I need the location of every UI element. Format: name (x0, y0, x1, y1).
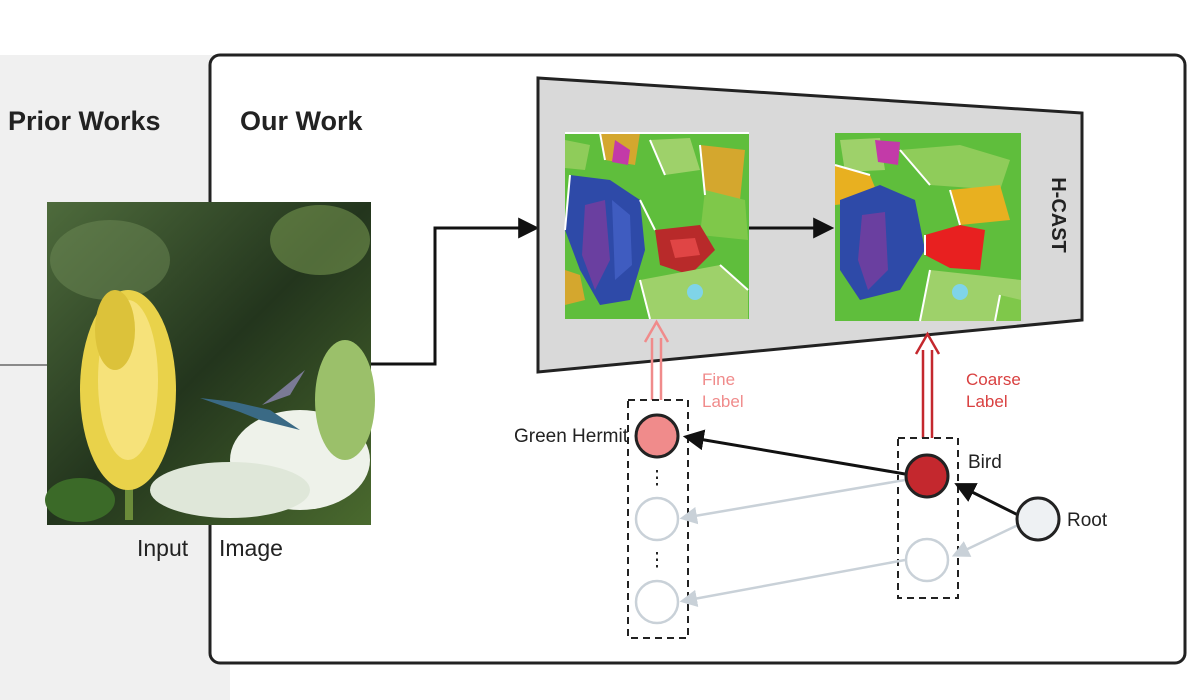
node-green-hermit-label: Green Hermit (514, 426, 629, 447)
coarse-label-text-2: Label (966, 392, 1008, 411)
edge-root-bird (954, 483, 1019, 517)
edge-root-coarse-2 (951, 523, 1019, 557)
input-image (45, 202, 375, 525)
fine-label-text-1: Fine (702, 370, 735, 389)
coarse-level-group (897, 437, 959, 599)
coarse-segmentation-map (834, 133, 1021, 322)
edge-coarse-2-fine-3 (679, 558, 906, 608)
fine-ellipsis-2: ⋮ (648, 550, 667, 571)
prior-works-title: Prior Works (8, 106, 161, 136)
fine-ellipsis-1: ⋮ (648, 468, 667, 489)
fine-label-arrow (643, 319, 670, 400)
coarse-label-arrow (914, 331, 941, 438)
node-coarse-2 (904, 537, 950, 583)
fine-level-group (627, 399, 689, 639)
edge-bird-green-hermit (682, 429, 906, 476)
our-work-title: Our Work (240, 106, 363, 136)
edge-bird-fine-2 (679, 478, 906, 525)
node-bird (904, 453, 950, 499)
fine-label-text-2: Label (702, 392, 744, 411)
node-root (1015, 496, 1061, 542)
hcast-label: H-CAST (1047, 177, 1069, 253)
fine-segmentation-map (564, 132, 749, 320)
node-fine-3 (634, 579, 680, 625)
input-caption-input: Input (137, 535, 189, 561)
node-green-hermit (634, 413, 680, 459)
input-caption-image: Image (219, 535, 283, 561)
node-bird-label: Bird (968, 452, 1002, 473)
coarse-label-text-1: Coarse (966, 370, 1021, 389)
image-to-model-arrow (371, 217, 540, 366)
node-root-label: Root (1067, 510, 1108, 531)
node-fine-2 (634, 496, 680, 542)
